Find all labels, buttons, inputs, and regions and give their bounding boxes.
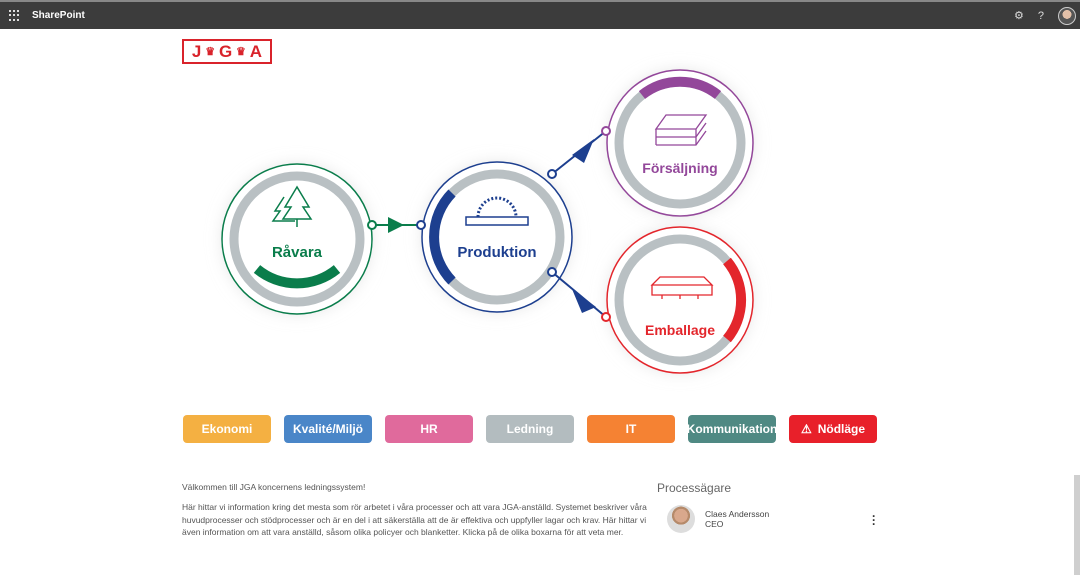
intro-heading: Välkommen till JGA koncernens ledningssy… [182,482,366,492]
button-label: Kvalité/Miljö [292,422,363,436]
trees-icon [271,185,313,227]
ekonomi-button[interactable]: Ekonomi [183,415,271,443]
process-owner-title: Processägare [657,481,732,495]
intro-body: Här hittar vi information kring det mest… [182,502,647,537]
process-ravara[interactable]: Råvara [221,163,373,315]
crown-icon: ♛ [205,46,216,58]
process-owner-card[interactable]: Claes Andersson CEO [667,505,769,533]
button-label: IT [625,422,637,436]
button-label: Ledning [506,422,554,436]
flow-arrows [367,126,611,322]
process-label: Råvara [272,244,323,261]
owner-name: Claes Andersson [705,509,770,519]
scrollbar[interactable] [1074,475,1080,575]
logo-letter: A [249,41,263,61]
button-label: Kommunikation [686,422,778,436]
more-options-icon[interactable]: ··· [872,509,876,531]
ledning-button[interactable]: Ledning [486,415,574,443]
process-label: Emballage [645,322,715,338]
process-emballage[interactable]: Emballage [606,226,754,374]
lumber-stack-icon [654,114,708,146]
suite-bar: SharePoint ⚙ ? [0,0,1080,29]
process-forsaljning[interactable]: Försäljning [606,69,754,217]
pallet-icon [650,276,714,299]
intro-text: Välkommen till JGA koncernens ledningssy… [182,481,652,538]
owner-avatar [667,505,695,533]
logo-letter: G [218,41,233,61]
settings-icon[interactable]: ⚙ [1014,10,1024,22]
support-process-buttons: Ekonomi Kvalité/Miljö HR Ledning IT Komm… [183,415,877,443]
button-label: Nödläge [817,422,866,436]
process-produktion[interactable]: Produktion [421,161,573,313]
button-label: HR [420,422,438,436]
logo-letter: J [191,41,202,61]
saw-blade-icon [465,196,529,226]
warning-icon: ⚠ [800,422,812,436]
kommunikation-button[interactable]: Kommunikation [686,415,778,443]
crown-icon: ♛ [236,46,246,58]
help-icon[interactable]: ? [1037,9,1044,22]
hr-button[interactable]: HR [385,415,473,443]
process-diagram: Råvara Produktion Försäljning Emballage [221,69,754,374]
user-avatar[interactable] [1058,6,1076,25]
app-name[interactable]: SharePoint [32,10,85,21]
jga-logo: J♛ G♛ A [182,39,272,64]
app-launcher-icon[interactable] [9,9,21,22]
owner-role: CEO [705,519,724,529]
process-label: Försäljning [642,160,717,176]
button-label: Ekonomi [201,422,253,436]
nodlage-button[interactable]: ⚠ Nödläge [789,415,877,443]
kvalite-miljo-button[interactable]: Kvalité/Miljö [284,415,372,443]
it-button[interactable]: IT [587,415,675,443]
process-label: Produktion [457,244,536,261]
